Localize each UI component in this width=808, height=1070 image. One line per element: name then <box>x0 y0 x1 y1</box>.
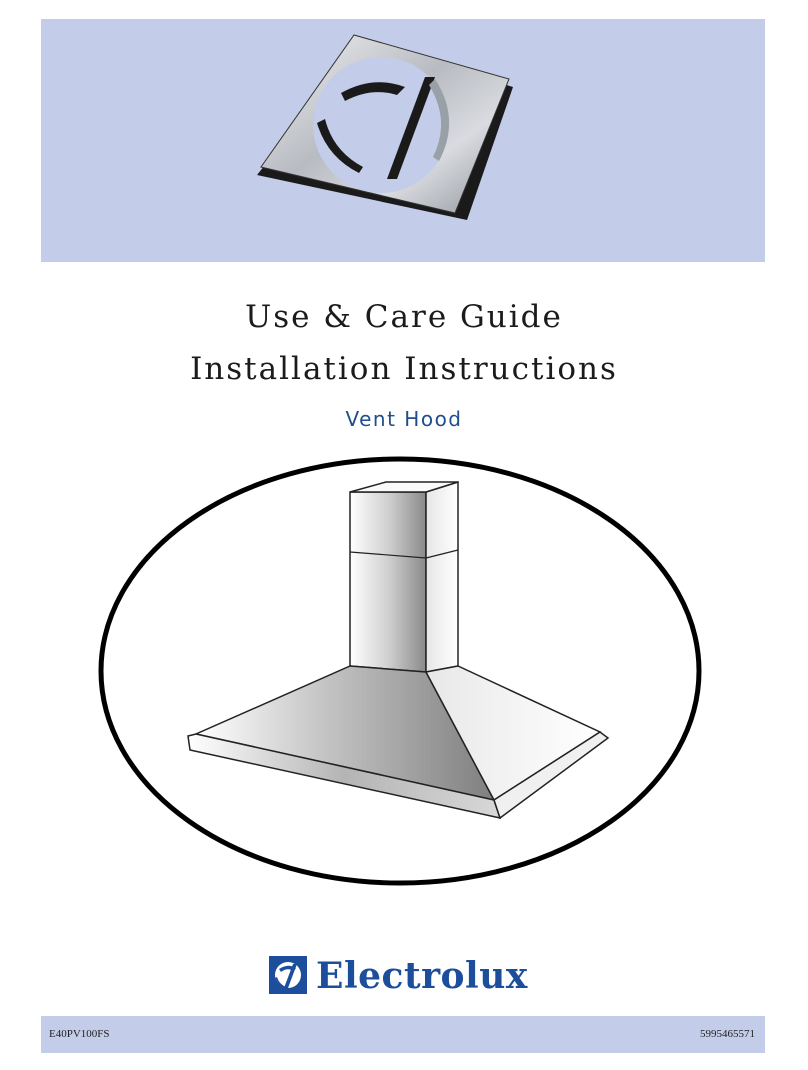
part-number: 5995465571 <box>700 1028 755 1040</box>
brand-logo: Electrolux <box>268 953 548 999</box>
product-type: Vent Hood <box>345 407 463 431</box>
header-band <box>41 19 765 262</box>
document-subtitle: Installation Instructions <box>190 351 618 387</box>
footer-band: E40PV100FS 5995465571 <box>41 1016 765 1053</box>
brand-name: Electrolux <box>316 955 528 997</box>
model-number: E40PV100FS <box>49 1028 110 1040</box>
electrolux-logo-icon <box>269 956 307 994</box>
document-title: Use & Care Guide <box>245 299 563 335</box>
electrolux-logo-emblem <box>257 34 513 220</box>
vent-hood-drawing <box>98 456 702 886</box>
